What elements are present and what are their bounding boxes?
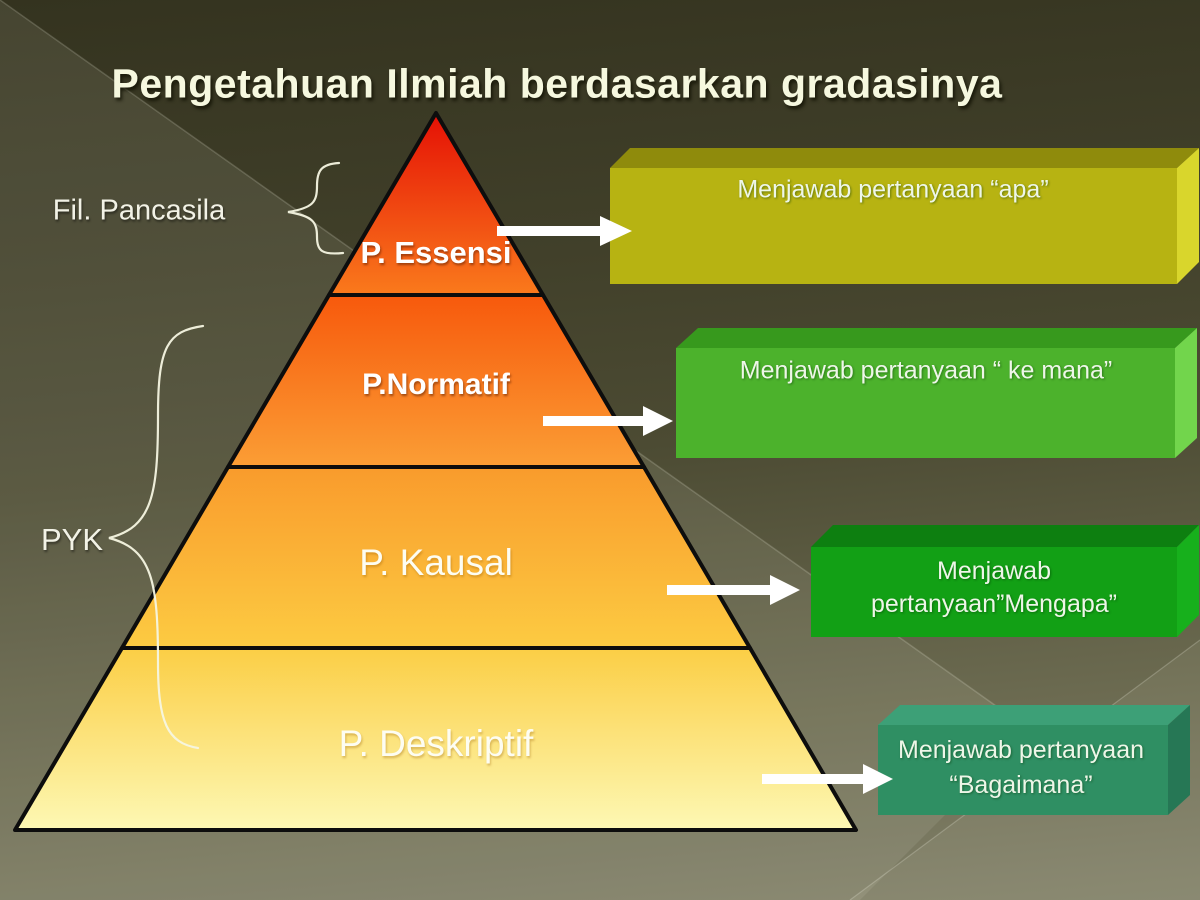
arrow-right-icon-kausal [667,575,800,605]
callout-text-bagaimana-line1: Menjawab pertanyaan [898,736,1144,764]
level-label-deskriptif: P. Deskriptif [338,723,534,764]
callout-box-kemana-side [1175,328,1197,458]
callout-box-bagaimana-top [878,705,1190,725]
callout-text-mengapa: Menjawab pertanyaan”Mengapa” [871,555,1117,621]
callout-box-apa-side [1177,148,1199,284]
level-label-normatif: P.Normatif [362,368,510,401]
callout-box-mengapa-side [1177,525,1199,637]
callout-box-mengapa [811,525,1199,637]
callout-text-mengapa-line2: pertanyaan”Mengapa” [871,590,1117,618]
label-fil-pancasila: Fil. Pancasila [52,194,226,227]
callout-text-mengapa-line1: Menjawab [937,557,1051,585]
callout-text-bagaimana: Menjawab pertanyaan “Bagaimana” [898,733,1144,803]
callout-text-kemana: Menjawab pertanyaan “ ke mana” [739,356,1113,385]
callout-box-apa-top [610,148,1199,168]
callout-box-apa-face [610,168,1177,284]
slide-title: Pengetahuan Ilmiah berdasarkan gradasiny… [111,60,1003,107]
level-label-kausal: P. Kausal [359,542,513,583]
callout-text-bagaimana-line2: “Bagaimana” [949,771,1093,799]
callout-box-bagaimana-face [878,725,1168,815]
callout-box-bagaimana-side [1168,705,1190,815]
callout-box-kemana-face [676,348,1175,458]
level-label-essensi: P. Essensi [360,235,512,270]
callout-box-kemana [676,328,1197,458]
arrow-right-icon-essensi [497,216,632,246]
arrow-right-icon-deskriptif [762,764,893,794]
brace-fil-pancasila [287,161,345,255]
pyramid-level-deskriptif-shape [13,646,858,832]
arrow-right-icon-normatif [543,406,673,436]
brace-pyk [108,324,205,750]
label-pyk: PYK [40,522,104,557]
callout-text-apa: Menjawab pertanyaan “apa” [737,175,1049,204]
callout-box-mengapa-face [811,547,1177,637]
callout-box-apa [610,148,1199,284]
callout-box-mengapa-top [811,525,1199,547]
callout-box-kemana-top [676,328,1197,348]
callout-box-bagaimana [878,705,1190,815]
